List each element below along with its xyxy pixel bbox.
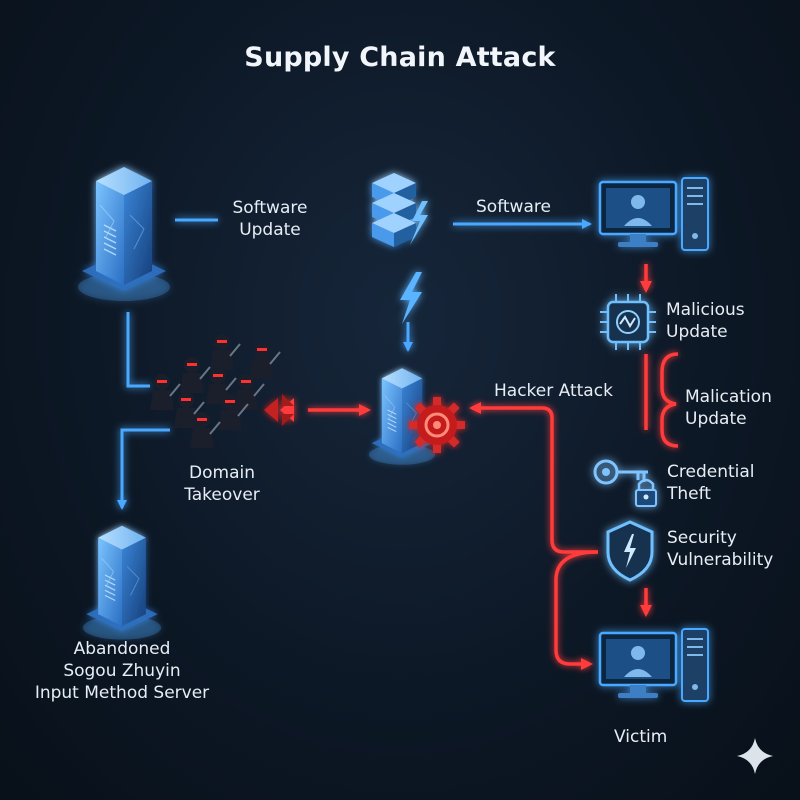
- desktop-computer-icon: [598, 176, 710, 252]
- hacker-group-icon: [149, 333, 294, 449]
- red-bracket: [660, 352, 679, 448]
- label-malicious-update: Malicious Update: [666, 300, 745, 342]
- arrow-to-abandoned-server: [117, 428, 170, 510]
- label-software-update: Software Update: [232, 198, 308, 240]
- page-title: Supply Chain Attack: [244, 42, 556, 73]
- label-security-vulnerability: Security Vulnerability: [667, 528, 774, 570]
- abandoned-server-icon: [82, 525, 162, 641]
- label-malication-update: Malication Update: [685, 387, 772, 429]
- red-connectors: [308, 264, 679, 670]
- update-server-icon: [77, 166, 171, 302]
- gear-icon: [409, 397, 465, 453]
- sparkle-icon: [737, 738, 773, 774]
- shield-warning-icon: [606, 520, 654, 582]
- label-hacker-attack: Hacker Attack: [494, 381, 613, 401]
- lightning-icon: [400, 272, 422, 324]
- connector-server-to-hackers: [126, 312, 150, 388]
- key-icon: [593, 459, 648, 485]
- padlock-icon: [635, 478, 657, 507]
- label-credential-theft: Credential Theft: [667, 462, 755, 504]
- database-stack-icon: [372, 173, 428, 247]
- label-software: Software: [476, 197, 551, 217]
- red-path-to-shield: [541, 406, 598, 554]
- victim-computer-icon: [598, 627, 710, 703]
- arrow-to-victim: [554, 550, 599, 670]
- label-domain-takeover: Domain Takeover: [184, 463, 260, 505]
- label-victim: Victim: [614, 727, 668, 747]
- label-abandoned-server: Abandoned Sogou Zhuyin Input Method Serv…: [34, 639, 210, 703]
- malware-chip-icon: [600, 294, 656, 350]
- blue-connectors: [117, 218, 592, 510]
